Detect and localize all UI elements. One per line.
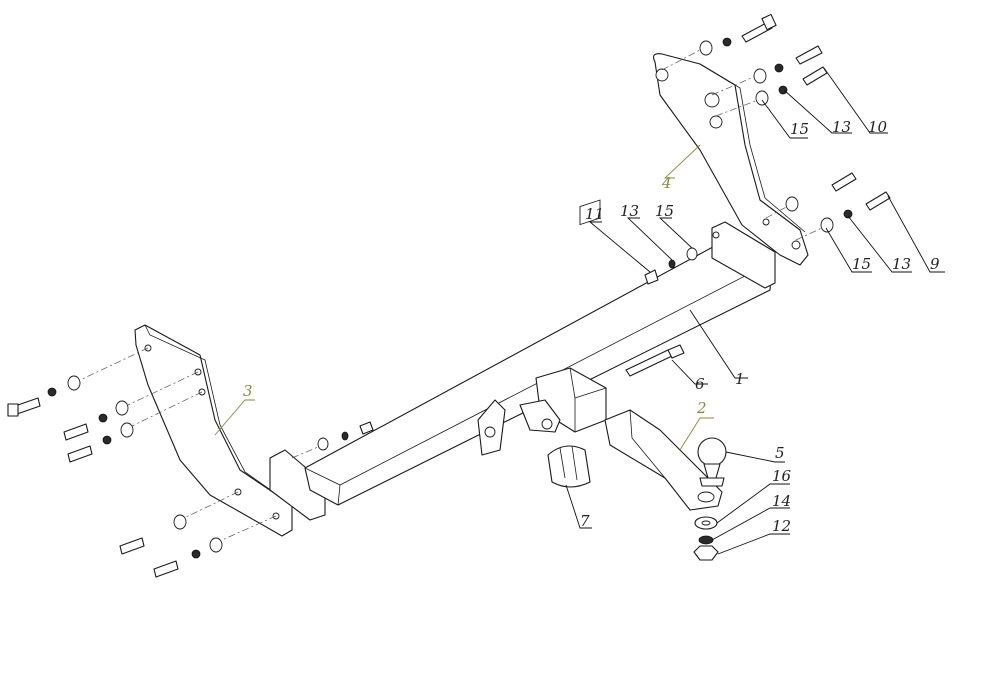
label-15-mid: 15 (655, 202, 674, 220)
right-mounting-bracket (653, 53, 809, 266)
main-crossbeam (269, 221, 776, 521)
tow-ball (697, 437, 727, 487)
receiver-socket (519, 199, 607, 433)
label-2: 2 (696, 399, 707, 417)
label-11: 11 (585, 205, 604, 223)
left-mounting-bracket (134, 324, 293, 537)
electrical-socket (477, 399, 591, 488)
label-3: 3 (243, 382, 253, 400)
label-13-right: 13 (892, 255, 911, 273)
ball-fasteners (693, 516, 719, 561)
locking-pin (625, 344, 685, 377)
ball-mount-drawbar (604, 409, 723, 511)
label-15-upper: 15 (790, 120, 809, 138)
label-6: 6 (695, 375, 705, 393)
left-bracket-hardware (7, 347, 277, 578)
label-13-mid: 13 (620, 202, 639, 220)
label-13-upper: 13 (832, 118, 851, 136)
label-12: 12 (772, 517, 791, 535)
label-16: 16 (772, 467, 792, 485)
label-10: 10 (868, 118, 888, 136)
label-15-right: 15 (852, 255, 871, 273)
label-7: 7 (580, 512, 590, 530)
label-1: 1 (735, 370, 745, 388)
label-9: 9 (930, 255, 940, 273)
leader-lines (214, 67, 945, 555)
label-14: 14 (772, 492, 791, 510)
label-5: 5 (775, 444, 785, 462)
part-number-labels: 1 2 3 4 5 6 7 9 10 11 12 13 13 13 14 15 … (243, 118, 940, 535)
label-4: 4 (661, 174, 672, 192)
right-bracket-hardware (661, 13, 891, 241)
